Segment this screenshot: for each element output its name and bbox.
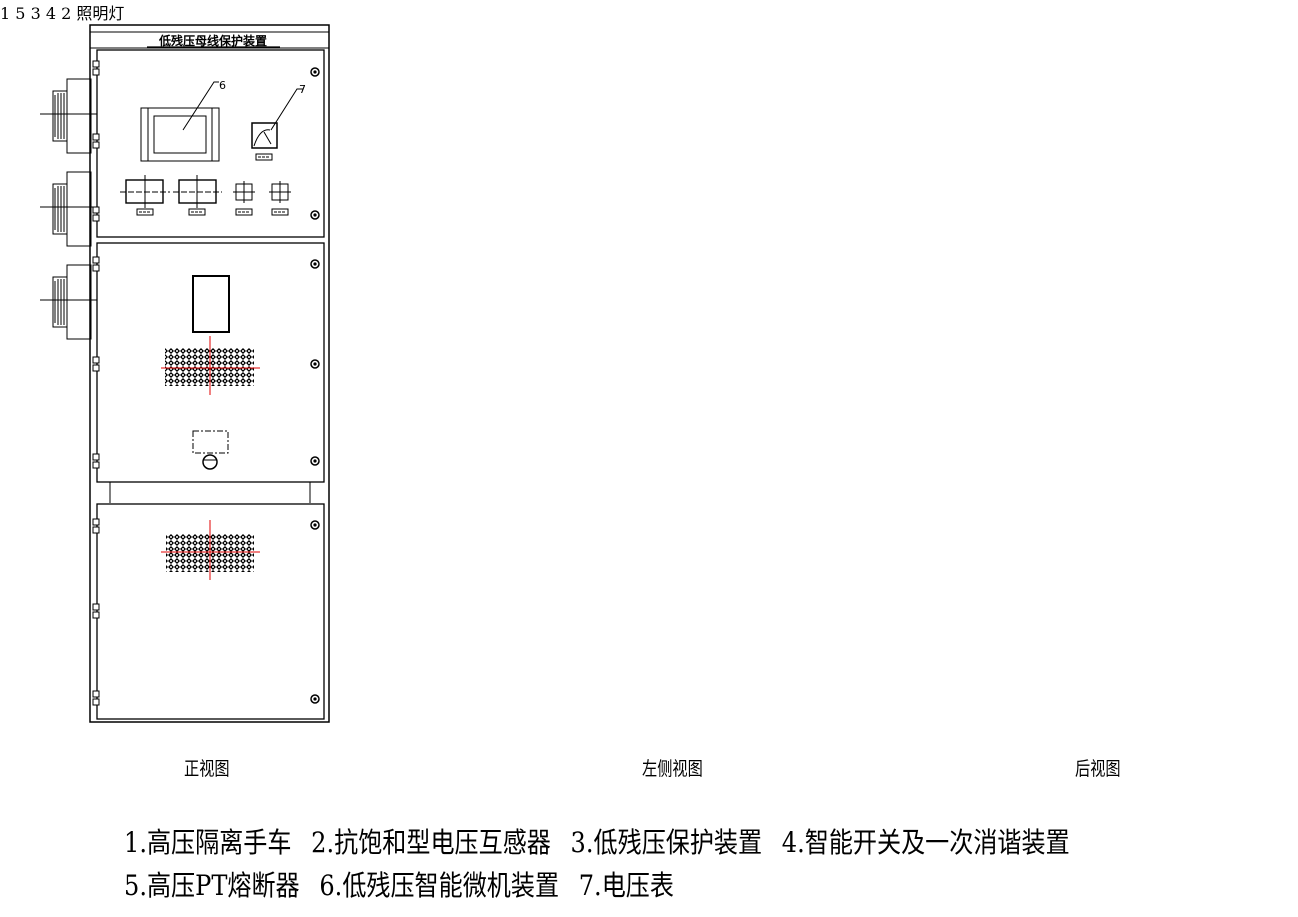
front-nameplate: 低残压母线保护装置 <box>158 33 267 48</box>
rear-view: 照明灯 <box>76 4 124 23</box>
legend-item-6: 6.低残压智能微机装置 <box>319 869 560 902</box>
callout-3: 3 <box>30 4 41 23</box>
rear-lower-door[interactable]: 照明灯 <box>76 4 124 23</box>
legend-item-1: 1.高压隔离手车 <box>124 826 292 859</box>
callout-leader-6 <box>182 81 219 131</box>
callout-leader-3: 3 4 2 <box>31 4 77 23</box>
legend-item-2: 2.抗饱和型电压互感器 <box>311 826 551 859</box>
pt-fuse-5: 5 3 4 <box>15 4 76 23</box>
rear-cabinet-frame: 照明灯 <box>76 4 124 23</box>
callout-1: 1 <box>0 4 11 23</box>
door-lock[interactable] <box>202 454 218 470</box>
front-view: 低残压母线保护装置 6 7 <box>40 24 330 723</box>
callout-4: 4 <box>45 4 57 23</box>
rear-upper-door[interactable]: 照明灯 <box>76 4 124 23</box>
rear-switch-box: 照明灯 <box>76 4 124 23</box>
vent-grille-rear: 照明灯 <box>76 4 124 23</box>
callout-6: 6 <box>219 79 226 92</box>
indicator-plate: 5 3 4 <box>15 4 76 23</box>
legend-item-3: 3.低残压保护装置 <box>570 826 763 859</box>
side-view-label: 左侧视图 <box>642 758 703 780</box>
callout-leader-2: 2 <box>61 4 76 23</box>
callout-7: 7 <box>299 83 306 96</box>
lighting-lamp-label: 照明灯 <box>76 4 125 23</box>
panel-switches <box>120 175 291 216</box>
instrument-panel-door[interactable] <box>96 49 325 238</box>
callout-leader-1: 1 5 <box>0 4 76 23</box>
legend-line-2: 5.高压PT熔断器 6.低残压智能微机装置 7.电压表 <box>124 864 686 904</box>
legend-item-4: 4.智能开关及一次消谐装置 <box>781 826 1070 859</box>
legend-line-1: 1.高压隔离手车 2.抗饱和型电压互感器 3.低残压保护装置 4.智能开关及一次… <box>124 821 1082 861</box>
legend-item-5: 5.高压PT熔断器 <box>124 869 300 902</box>
lighting-lamp-plate: 照明灯 <box>76 4 124 23</box>
rear-view-label: 后视图 <box>1075 758 1121 780</box>
front-cabinet-frame <box>89 24 330 723</box>
legend-item-7: 7.电压表 <box>578 869 674 902</box>
front-bushing-mid <box>52 171 92 247</box>
front-view-label: 正视图 <box>184 758 230 780</box>
callout-leader-4: 4 2 <box>46 4 77 23</box>
microcomputer-device-6 <box>140 107 220 162</box>
front-bushing-top <box>52 78 92 154</box>
callout-leader-5: 5 3 4 <box>15 4 76 23</box>
callout-leader-7 <box>270 88 303 131</box>
busbar-compartment: 1 5 <box>0 4 76 23</box>
observation-window <box>192 275 230 333</box>
side-view: 1 5 <box>0 4 76 23</box>
callout-5: 5 <box>15 4 26 23</box>
front-bushing-low <box>52 264 92 340</box>
lv-compartment: 5 3 4 <box>15 4 76 23</box>
callout-2: 2 <box>61 4 72 23</box>
